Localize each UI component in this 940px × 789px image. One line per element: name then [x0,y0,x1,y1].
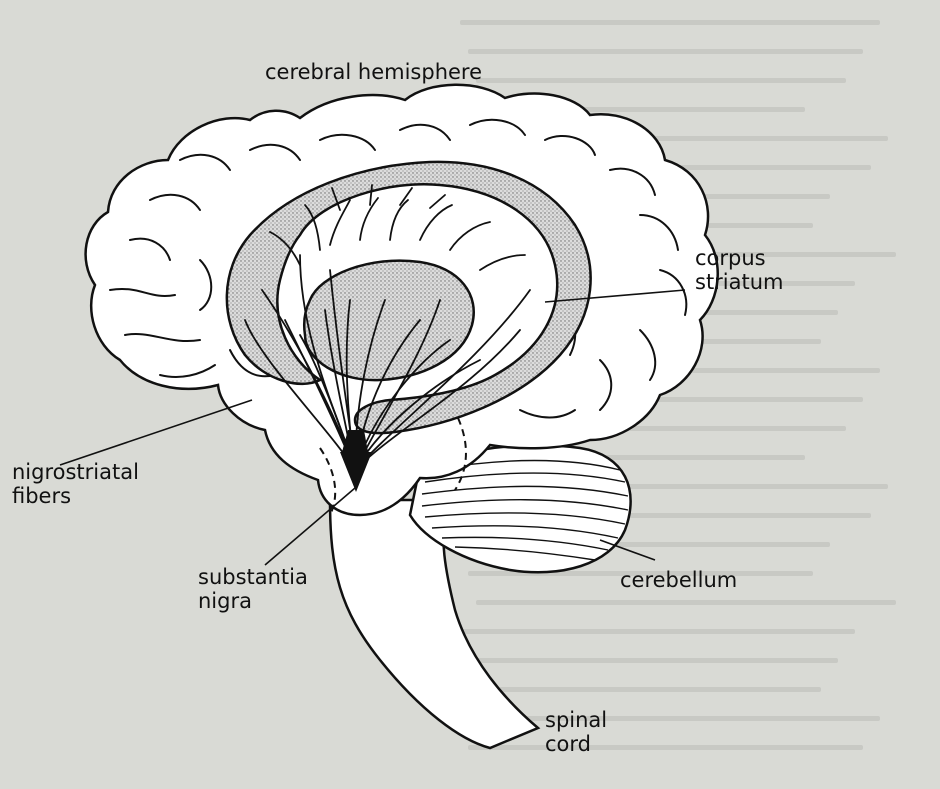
label-spinal-cord: spinal cord [545,708,607,756]
label-cerebellum: cerebellum [620,568,737,592]
label-nigrostriatal-fibers: nigrostriatal fibers [12,460,139,508]
label-substantia-nigra: substantia nigra [198,565,308,613]
label-corpus-striatum: corpus striatum [695,246,784,294]
label-cerebral-hemisphere: cerebral hemisphere [265,60,482,84]
